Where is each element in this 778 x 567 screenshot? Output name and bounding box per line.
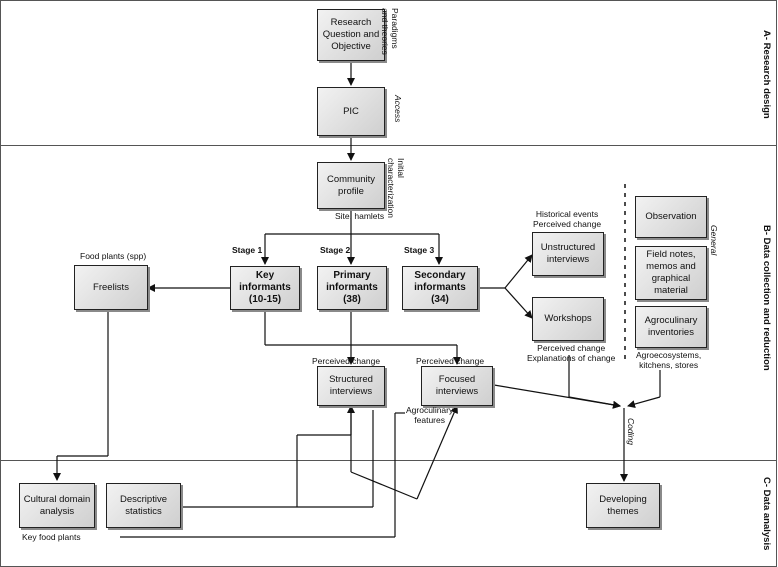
- field-notes-box: Field notes, memos and graphical materia…: [635, 246, 707, 300]
- key-informants-text: Key informants (10-15): [239, 270, 291, 305]
- descriptive-statistics-text: Descriptive statistics: [120, 493, 167, 517]
- perceived-change-focused-label: Perceived change: [416, 356, 485, 366]
- research-question-box: Research Question and Objective: [317, 9, 385, 61]
- workshops-text: Workshops: [544, 313, 592, 324]
- stage-2-label: Stage 2: [320, 245, 351, 255]
- unstructured-interviews-box: Unstructured interviews: [532, 232, 604, 276]
- freelists-text: Freelists: [93, 281, 129, 293]
- cultural-domain-box: Cultural domain analysis: [19, 483, 95, 528]
- freelists-box: Freelists: [74, 265, 148, 310]
- initial-characterization-label: Initial characterization: [386, 158, 406, 219]
- pic-text: PIC: [343, 105, 359, 117]
- research-question-text: Research Question and Objective: [322, 17, 380, 52]
- historical-events-label: Historical events Perceived change: [533, 209, 602, 229]
- agroculinary-features-label: Agroculinary features: [406, 405, 454, 425]
- descriptive-statistics-box: Descriptive statistics: [106, 483, 181, 528]
- structured-interviews-box: Structured interviews: [317, 366, 385, 406]
- stage-1-label: Stage 1: [232, 245, 263, 255]
- access-label: Access: [393, 95, 403, 123]
- secondary-informants-box: Secondary informants (34): [402, 266, 478, 310]
- community-profile-box: Community profile: [317, 162, 385, 209]
- agroecosystems-label: Agroecosystems, kitchens, stores: [636, 350, 702, 370]
- focused-interviews-text: Focused interviews: [435, 374, 479, 397]
- pic-box: PIC: [317, 87, 385, 136]
- focused-interviews-box: Focused interviews: [421, 366, 493, 406]
- agroculinary-inventories-box: Agroculinary inventories: [635, 306, 707, 348]
- field-notes-text: Field notes, memos and graphical materia…: [646, 249, 696, 296]
- primary-informants-box: Primary informants (38): [317, 266, 387, 310]
- key-food-plants-label: Key food plants: [22, 532, 81, 542]
- general-label: General: [709, 225, 719, 256]
- coding-label: Coding: [626, 418, 636, 445]
- food-plants-label: Food plants (spp): [80, 251, 147, 261]
- agroculinary-inventories-text: Agroculinary inventories: [644, 315, 698, 338]
- key-informants-box: Key informants (10-15): [230, 266, 300, 310]
- developing-themes-box: Developing themes: [586, 483, 660, 528]
- primary-informants-text: Primary informants (38): [326, 270, 378, 305]
- structured-interviews-text: Structured interviews: [329, 374, 373, 397]
- cultural-domain-text: Cultural domain analysis: [23, 493, 91, 517]
- workshops-box: Workshops: [532, 297, 604, 341]
- unstructured-interviews-text: Unstructured interviews: [540, 242, 596, 265]
- community-profile-text: Community profile: [326, 173, 376, 197]
- paradigms-label: Paradigms and theories: [380, 8, 400, 55]
- perceived-change-workshops-label: Perceived change Explanations of change: [527, 343, 616, 363]
- developing-themes-text: Developing themes: [599, 493, 647, 517]
- perceived-change-structured-label: Perceived change: [312, 356, 381, 366]
- observation-box: Observation: [635, 196, 707, 238]
- site-hamlets-label: Site, hamlets: [335, 211, 385, 221]
- stage-3-label: Stage 3: [404, 245, 435, 255]
- observation-text: Observation: [645, 211, 697, 222]
- secondary-informants-text: Secondary informants (34): [414, 270, 466, 305]
